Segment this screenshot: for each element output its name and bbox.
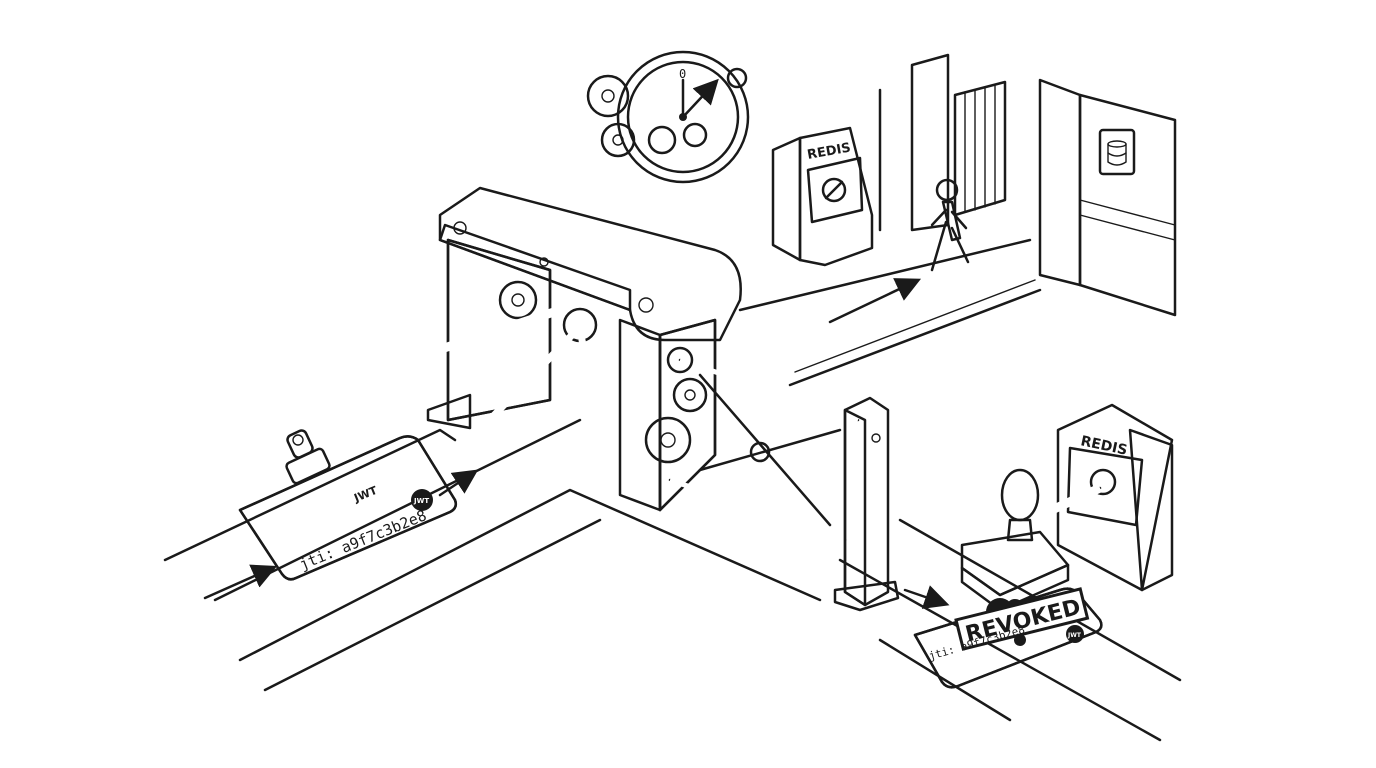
jwt-card-valid: JWT jti: a9f7c3b2e8 JWT (238, 429, 458, 581)
arrow-icon (828, 278, 922, 324)
clock-icon: 0 (616, 50, 750, 184)
prohibited-icon (821, 177, 847, 203)
arrow-icon (438, 469, 479, 497)
svg-text:JWT: JWT (1067, 632, 1082, 639)
gear-icon (498, 280, 538, 320)
arrow-icon (203, 564, 278, 600)
turnstile-gate (426, 186, 742, 512)
jwt-badge: JWT (1066, 625, 1084, 643)
clock-numeral: 0 (679, 67, 686, 81)
clip-icon (285, 429, 331, 485)
gear-icon (644, 416, 692, 464)
arrow-icon (903, 585, 950, 609)
jwt-card-revoked: REVOKED jti: a9f7c3b2e8 JWT (913, 587, 1103, 689)
database-icon (1098, 128, 1136, 176)
jwt-type-label: JWT (351, 484, 379, 506)
svg-text:JWT: JWT (413, 497, 429, 505)
flow-arrows (203, 278, 950, 609)
jwt-badge: JWT (411, 489, 433, 511)
walking-person-icon (930, 178, 970, 272)
jti-value: jti: a9f7c3b2e8 (297, 506, 429, 573)
exit-doorway (878, 53, 1177, 317)
swing-barrier (666, 346, 900, 612)
walkway-lanes (163, 238, 1182, 742)
redis-kiosk-allowed: REDIS (771, 126, 874, 267)
rubber-stamp-icon (960, 468, 1102, 612)
gear-icon (672, 377, 708, 413)
ttl-clock: 0 (586, 50, 750, 184)
redis-label: REDIS (806, 141, 852, 163)
gear-icon (586, 74, 630, 118)
